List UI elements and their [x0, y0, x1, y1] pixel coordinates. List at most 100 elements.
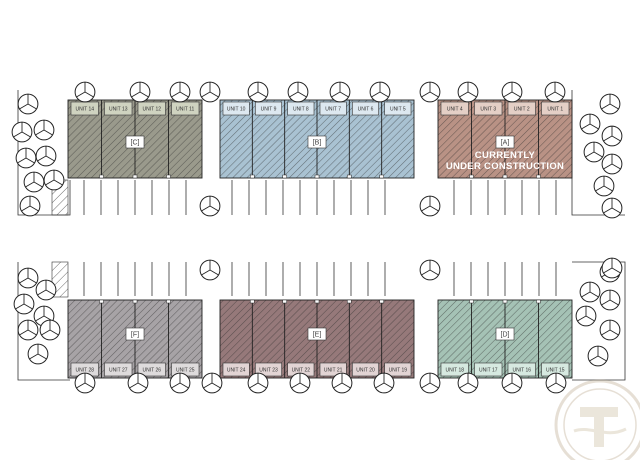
unit-tag[interactable]: UNIT 12	[137, 101, 166, 116]
unit-tag[interactable]: UNIT 24	[222, 362, 250, 377]
unit-tag[interactable]: UNIT 14	[70, 101, 99, 116]
logo-watermark-icon	[554, 379, 640, 460]
unit-notch	[536, 174, 541, 179]
unit-label: UNIT 18	[445, 367, 464, 373]
unit-tag[interactable]: UNIT 26	[137, 362, 166, 377]
unit-tag[interactable]: UNIT 20	[352, 362, 379, 377]
unit-notch	[536, 299, 541, 304]
unit-label: UNIT 7	[325, 106, 341, 112]
unit-tag[interactable]: UNIT 3	[474, 101, 503, 116]
unit-label: UNIT 12	[142, 106, 161, 112]
unit-tag-box	[384, 362, 412, 377]
tree-icon	[544, 81, 566, 103]
unit-tag-box	[222, 362, 250, 377]
unit-tag[interactable]: UNIT 22	[287, 362, 315, 377]
unit-tag-box	[137, 101, 166, 116]
unit-tag-box	[104, 362, 133, 377]
unit-label: UNIT 14	[75, 106, 94, 112]
unit-label: UNIT 2	[514, 106, 530, 112]
building-label-box	[307, 135, 327, 149]
tree-icon	[74, 372, 96, 394]
tree-icon	[17, 267, 39, 289]
buildings: UNIT 14 UNIT 13 UNIT 12 UNIT 11 [C] UNIT 10 UN…	[67, 99, 573, 379]
unit-tag[interactable]: UNIT 8	[287, 101, 315, 116]
building-c[interactable]: UNIT 14 UNIT 13 UNIT 12 UNIT 11 [C]	[67, 99, 203, 179]
unit-tag[interactable]: UNIT 11	[171, 101, 200, 116]
tree-icon	[39, 319, 61, 341]
tree-icon	[289, 372, 311, 394]
unit-tag[interactable]: UNIT 6	[352, 101, 379, 116]
building-e[interactable]: UNIT 24 UNIT 23 UNIT 22 UNIT 21 UNIT 20 UNIT …	[219, 299, 415, 379]
unit-label: UNIT 10	[227, 106, 246, 112]
building-label: [E]	[313, 331, 322, 338]
tree-icon	[369, 81, 391, 103]
unit-tag[interactable]: UNIT 2	[507, 101, 536, 116]
tree-icon	[599, 93, 621, 115]
tree-icon	[15, 147, 37, 169]
tree-icon	[501, 81, 523, 103]
unit-tag[interactable]: UNIT 23	[255, 362, 282, 377]
unit-tag[interactable]: UNIT 19	[384, 362, 412, 377]
unit-tag[interactable]: UNIT 9	[255, 101, 282, 116]
unit-label: UNIT 20	[356, 367, 375, 373]
building-label-box	[307, 327, 327, 341]
tree-icon	[457, 372, 479, 394]
unit-tag[interactable]: UNIT 13	[104, 101, 133, 116]
tree-icon	[199, 259, 221, 281]
tree-icon	[43, 169, 65, 191]
tree-icon	[587, 345, 609, 367]
unit-notch	[99, 299, 104, 304]
building-label: [C]	[131, 139, 140, 146]
unit-tag[interactable]: UNIT 18	[440, 362, 469, 377]
unit-label: UNIT 8	[293, 106, 309, 112]
unit-tag-box	[137, 362, 166, 377]
unit-label: UNIT 6	[358, 106, 374, 112]
unit-tag-box	[352, 101, 379, 116]
tree-icon	[287, 81, 309, 103]
building-label: [F]	[131, 331, 139, 338]
unit-tag-box	[474, 101, 503, 116]
tree-icon	[127, 372, 149, 394]
unit-tag[interactable]: UNIT 5	[384, 101, 412, 116]
unit-tag[interactable]: UNIT 1	[541, 101, 570, 116]
unit-tag[interactable]: UNIT 4	[440, 101, 469, 116]
unit-label: UNIT 22	[292, 367, 311, 373]
unit-tag-box	[104, 101, 133, 116]
unit-label: UNIT 21	[324, 367, 343, 373]
unit-notch	[282, 174, 287, 179]
building-label-box	[495, 327, 515, 341]
tree-icon	[501, 372, 523, 394]
unit-label: UNIT 17	[479, 367, 498, 373]
tree-icon	[373, 372, 395, 394]
unit-tag[interactable]: UNIT 16	[507, 362, 536, 377]
unit-notch	[379, 299, 384, 304]
unit-label: UNIT 11	[176, 106, 194, 112]
unit-notch	[469, 299, 474, 304]
unit-tag-box	[171, 101, 200, 116]
building-label-box	[125, 135, 145, 149]
unit-tag-box	[507, 362, 536, 377]
unit-tag[interactable]: UNIT 10	[222, 101, 250, 116]
construction-status-label: UNDER CONSTRUCTION	[446, 161, 564, 172]
tree-icon	[35, 279, 57, 301]
tree-icon	[19, 195, 41, 217]
unit-tag-box	[255, 101, 282, 116]
tree-icon	[331, 372, 353, 394]
tree-icon	[593, 175, 615, 197]
unit-label: UNIT 13	[109, 106, 128, 112]
unit-tag[interactable]: UNIT 21	[319, 362, 347, 377]
unit-tag[interactable]: UNIT 17	[474, 362, 503, 377]
tree-icon	[247, 372, 269, 394]
unit-label: UNIT 24	[227, 367, 246, 373]
unit-notch	[314, 299, 320, 304]
unit-tag[interactable]: UNIT 7	[319, 101, 347, 116]
unit-notch	[347, 299, 352, 304]
curb-line	[572, 261, 626, 381]
unit-notch	[469, 174, 474, 179]
tree-icon	[199, 195, 221, 217]
unit-tag[interactable]: UNIT 27	[104, 362, 133, 377]
